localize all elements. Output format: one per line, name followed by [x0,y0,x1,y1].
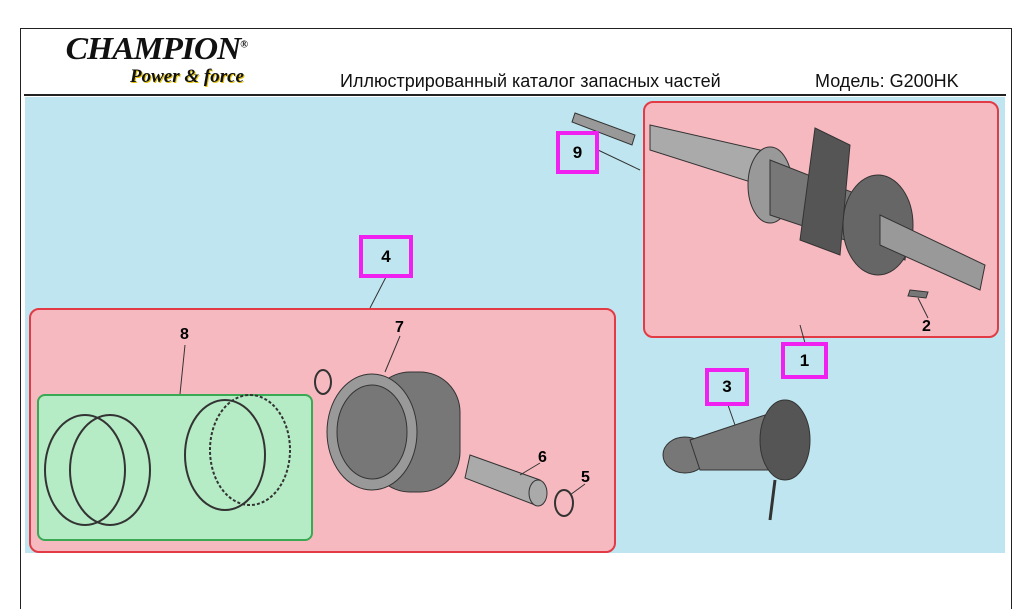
model-label: Модель: G200HK [815,71,959,91]
callout-9[interactable]: 9 [556,131,599,174]
callout-2[interactable]: 2 [922,318,931,335]
callout-7[interactable]: 7 [395,319,404,336]
page-title: Иллюстрированный каталог запасных частей [340,71,721,91]
woodruff-key-part [907,289,929,299]
ring-part [184,399,266,511]
callout-1[interactable]: 1 [781,342,828,379]
callout-4[interactable]: 4 [359,235,413,278]
page-frame [20,28,1012,609]
ring-part [44,414,126,526]
piston-pin-part [464,454,548,507]
ring-part [69,414,151,526]
callout-5[interactable]: 5 [581,469,590,486]
ring-part [209,394,291,506]
brand-mark: ® [240,39,248,51]
callout-3[interactable]: 3 [705,368,749,406]
circlip-part [554,489,574,517]
connecting-rod-part [662,399,811,521]
brand-tagline: Power & force [130,66,244,87]
leader-lines [179,149,929,496]
brand-logo: CHAMPION® [65,30,249,67]
crankshaft-part [649,124,986,291]
callout-8[interactable]: 8 [180,326,189,343]
callout-6[interactable]: 6 [538,449,547,466]
key-part [571,112,636,146]
piston-rings-group[interactable] [37,394,313,541]
header-divider [24,94,1006,96]
circlip-top-part [314,369,332,395]
piston-part [326,371,461,493]
brand-name: CHAMPION [65,30,242,66]
